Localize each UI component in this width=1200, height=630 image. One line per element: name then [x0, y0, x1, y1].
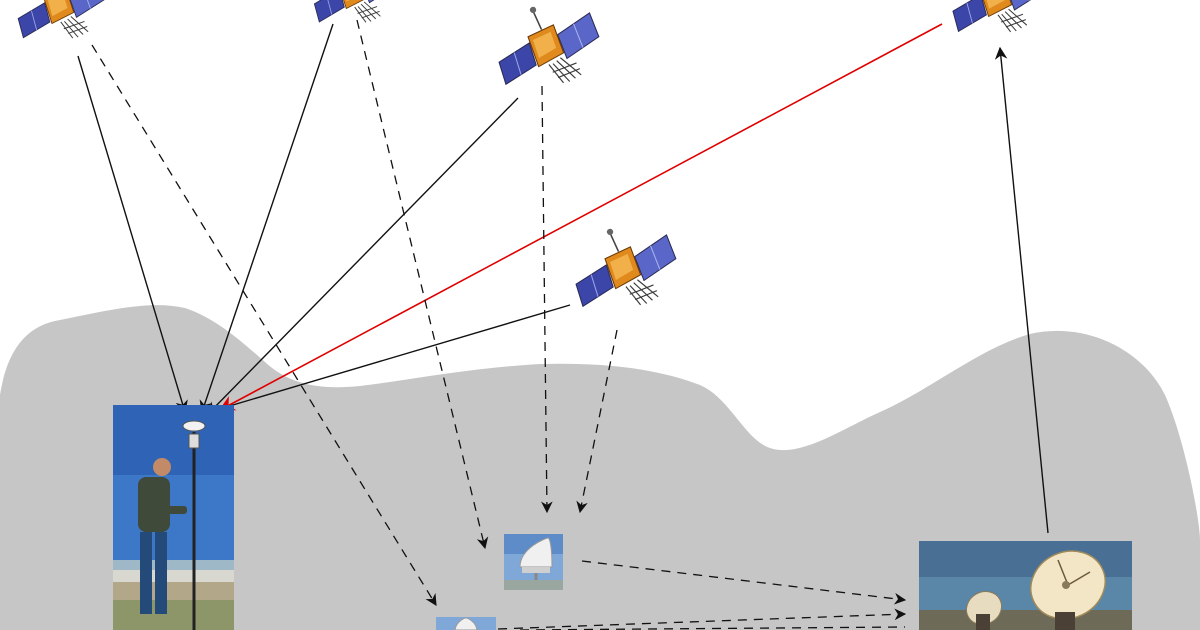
- ground-station-dishes-photo: [919, 541, 1132, 630]
- satellite-icon: [10, 0, 111, 48]
- link-station2-groundstation-a: [497, 608, 907, 630]
- uplink-groundstation-sat4: [994, 46, 1049, 534]
- satellite-icon: [565, 215, 685, 318]
- signal-line-sat4-rover: [218, 23, 943, 411]
- signal-line-sat1-station2: [91, 44, 437, 606]
- signal-line-sat3-station1: [541, 85, 553, 514]
- signal-line-sat3-rover: [207, 97, 519, 415]
- terrain-region: [0, 305, 1200, 630]
- satellite-icon: [944, 0, 1051, 42]
- signal-line-sat1-rover: [77, 55, 188, 414]
- satellite-icon: [488, 0, 608, 96]
- signal-line-sat5-rover: [215, 304, 571, 411]
- reference-station-photo: [436, 617, 496, 630]
- rover-surveyor-photo: [113, 405, 234, 630]
- signal-line-sat2-station1: [356, 19, 489, 550]
- reference-station-photo: [504, 534, 563, 590]
- satellite-icon: [307, 0, 402, 32]
- link-station1-groundstation: [581, 560, 907, 605]
- signal-line-sat2-rover: [199, 23, 334, 414]
